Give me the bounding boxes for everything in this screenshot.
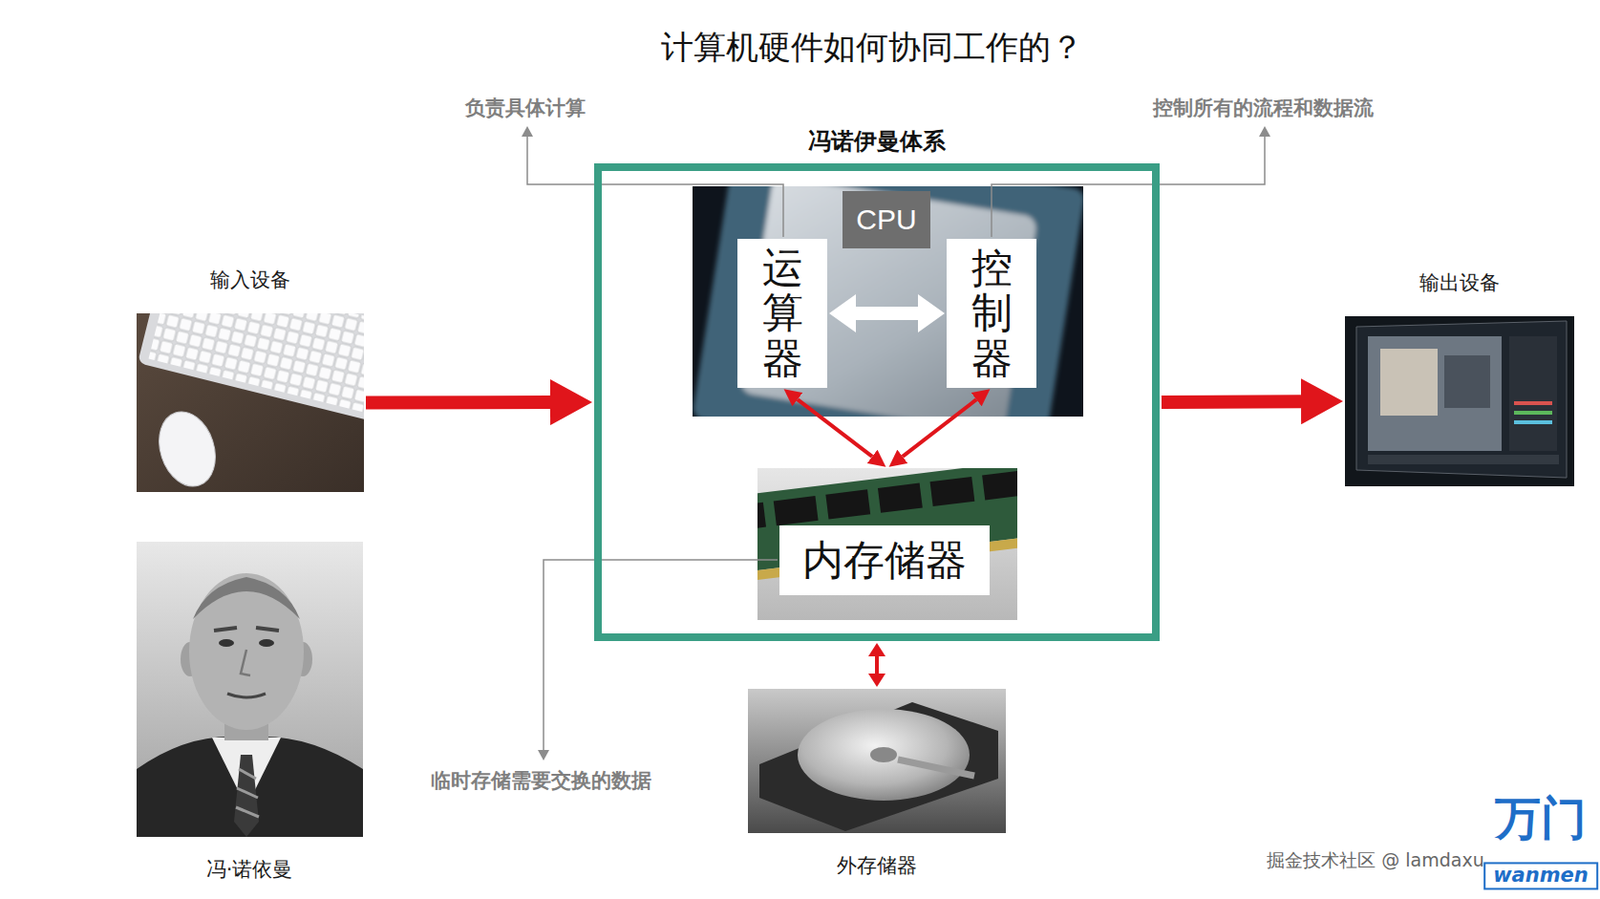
disk-ground xyxy=(747,688,1006,833)
leader-line xyxy=(991,135,1265,237)
monitor-photo xyxy=(1344,316,1575,487)
disk-spindle xyxy=(870,746,897,763)
render-view xyxy=(1367,336,1502,451)
node-label: CPU xyxy=(842,191,931,249)
leader-line xyxy=(527,135,784,237)
mouse xyxy=(149,404,225,492)
ui-bar xyxy=(1514,410,1553,415)
annotation-label: 负责具体计算 xyxy=(465,96,586,121)
memory-chip xyxy=(930,476,976,507)
memory-photo: 内存储器 xyxy=(757,468,1018,620)
node-heading: 冯诺伊曼体系 xyxy=(808,128,946,156)
cpu-photo xyxy=(692,186,1084,417)
memory-chip xyxy=(757,502,767,533)
brows xyxy=(213,627,279,631)
keyboard-keys xyxy=(149,313,364,425)
hard-disk-photo: 外存储器 xyxy=(747,688,1006,833)
monitor-screen xyxy=(1356,320,1567,478)
leader-line xyxy=(543,559,778,751)
head xyxy=(189,573,304,730)
memory-chip xyxy=(773,495,819,526)
disk-platter xyxy=(797,708,970,801)
memory-chip xyxy=(877,483,923,513)
cpu-substrate xyxy=(692,186,1084,417)
disk-body xyxy=(759,702,999,832)
suit xyxy=(136,736,363,837)
memory-chip xyxy=(825,489,871,519)
annotation-label: 控制所有的流程和数据流 xyxy=(1152,96,1374,121)
von-neumann-frame: 冯诺伊曼体系CPU运算器控制器内存储器 xyxy=(594,163,1160,641)
connector-arrow xyxy=(902,399,977,457)
cpu-chip-figure xyxy=(692,186,1084,417)
node-label: 内存储器 xyxy=(779,525,990,596)
hair xyxy=(192,576,300,619)
render-object xyxy=(1444,355,1491,408)
leader-arrowhead xyxy=(521,126,534,137)
node-label: 运算器 xyxy=(762,245,804,382)
connector-arrow xyxy=(1161,394,1302,409)
mouth xyxy=(227,693,266,698)
disk-arm xyxy=(897,759,975,776)
tie-stripes xyxy=(235,768,259,817)
connector-arrow xyxy=(797,399,873,457)
side-panel xyxy=(1509,336,1558,451)
logo-text: 万门 xyxy=(1494,790,1587,847)
portrait-photo xyxy=(136,541,363,837)
leader-arrowhead xyxy=(1258,126,1271,137)
node-label: 控制器 xyxy=(971,245,1013,382)
alu-box: 运算器 xyxy=(737,238,828,388)
watermark: 掘金技术社区 @ lamdaxu xyxy=(1266,849,1485,872)
monitor-ground xyxy=(1344,316,1575,487)
leader-lines xyxy=(527,135,1265,751)
connector-arrow xyxy=(365,395,551,409)
logo-text: wanmen xyxy=(1483,861,1599,890)
eye xyxy=(218,639,235,647)
input-device-photo: 输入设备 xyxy=(136,313,364,492)
timeline xyxy=(1367,454,1559,465)
node-caption: 外存储器 xyxy=(836,853,918,878)
leader-arrowhead xyxy=(537,749,550,761)
output-device-photo: 输出设备 xyxy=(1344,316,1575,487)
hard-disk-photo xyxy=(747,688,1006,833)
render-object xyxy=(1380,348,1438,416)
portrait-caption: 冯·诺依曼 xyxy=(206,857,294,882)
portrait-ground xyxy=(136,541,363,837)
node-heading: 输出设备 xyxy=(1419,271,1500,296)
eye xyxy=(258,639,275,647)
connector-arrow xyxy=(855,306,918,320)
annotation-label: 临时存储需要交换的数据 xyxy=(430,768,652,793)
nose xyxy=(240,649,251,676)
connector-arrow xyxy=(874,656,879,674)
keyboard-photo xyxy=(136,313,364,492)
memory-chip xyxy=(981,469,1018,500)
diagram-title: 计算机硬件如何协同工作的？ xyxy=(661,25,1084,70)
memory-photo xyxy=(757,468,1018,620)
node-heading: 输入设备 xyxy=(210,268,291,293)
ui-bar xyxy=(1514,401,1553,406)
tie xyxy=(234,754,259,837)
ui-bar xyxy=(1514,420,1553,425)
control-unit-box: 控制器 xyxy=(946,238,1037,388)
cpu-photo: CPU 运算器 控制器 xyxy=(692,186,1084,417)
